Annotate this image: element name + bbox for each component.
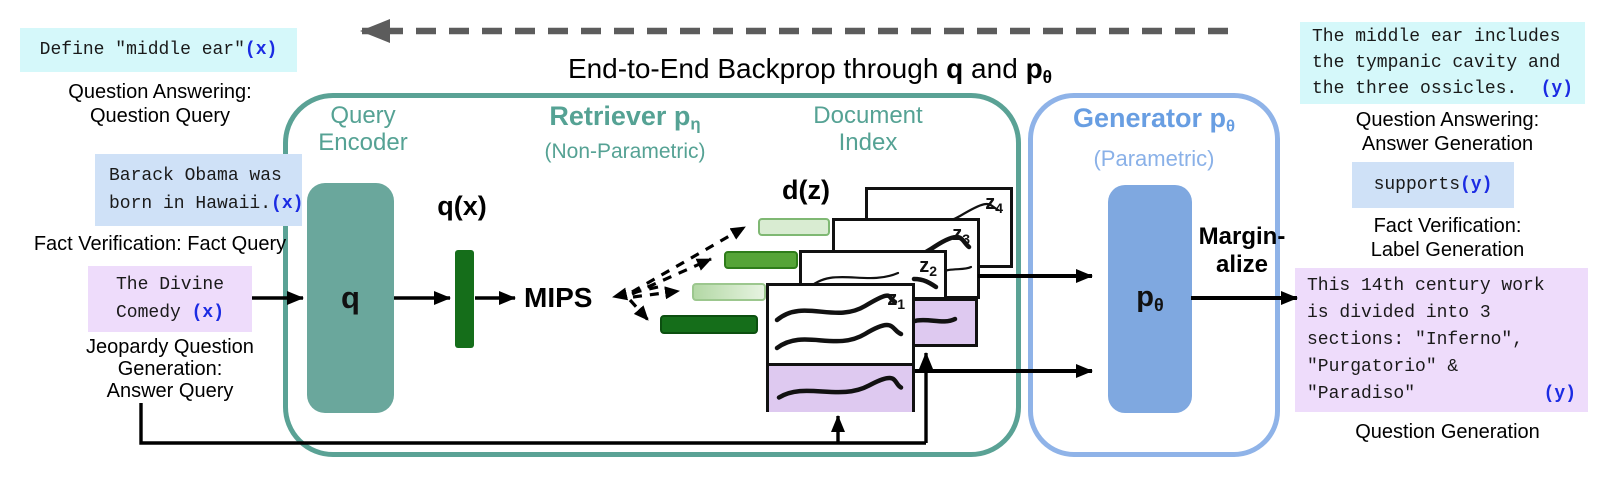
x-variable: (x) bbox=[191, 303, 225, 323]
query-encoder-label: Query Encoder bbox=[318, 102, 408, 156]
question-generation-box: This 14th century work is divided into 3… bbox=[1295, 268, 1588, 412]
x-variable: (x) bbox=[271, 194, 304, 214]
label-generation-caption: Fact Verification: Label Generation bbox=[1370, 215, 1525, 261]
retriever-subtitle: (Non-Parametric) bbox=[544, 140, 706, 163]
y-variable: (y) bbox=[1543, 384, 1576, 404]
qa-answer-generation-caption: Question Answering: Answer Generation bbox=[1355, 109, 1540, 155]
title-text: End-to-End Backprop through bbox=[567, 53, 947, 84]
question-generation-caption: Question Generation bbox=[1355, 421, 1540, 443]
qx-label: q(x) bbox=[437, 191, 487, 221]
fact-query-caption: Fact Verification: Fact Query bbox=[33, 233, 287, 255]
generator-block: pθ bbox=[1108, 185, 1192, 413]
label-generation-box: supports (y) bbox=[1352, 162, 1514, 208]
dz-label: d(z) bbox=[782, 175, 830, 205]
qa-answer-generation-box: The middle ear includes the tympanic cav… bbox=[1300, 22, 1585, 104]
doc-embedding-bar-2 bbox=[724, 251, 798, 269]
fact-query-box: Barack Obama was born in Hawaii.(x) bbox=[95, 154, 304, 226]
title-and: and bbox=[963, 53, 1026, 84]
title-p-theta: pθ bbox=[1025, 53, 1053, 87]
y-variable: (y) bbox=[1540, 79, 1573, 99]
query-embedding-bar bbox=[455, 250, 474, 348]
wave-lines bbox=[774, 293, 904, 351]
jeopardy-answer-query-box: The Divine Comedy (x) bbox=[88, 266, 252, 332]
marginalize-label: Margin- alize bbox=[1198, 223, 1286, 278]
qa-question-query-caption: Question Answering: Question Query bbox=[68, 81, 252, 127]
y-variable: (y) bbox=[1460, 175, 1493, 195]
document-index-label: Document Index bbox=[813, 102, 923, 156]
doc-embedding-bar-3 bbox=[692, 283, 766, 301]
wave-lines bbox=[776, 375, 904, 400]
wave-lines bbox=[806, 271, 939, 291]
jeopardy-answer-query-caption: Jeopardy Question Generation: Answer Que… bbox=[86, 336, 254, 402]
x-variable: (x) bbox=[244, 40, 278, 60]
query-encoder-block: q bbox=[307, 183, 394, 413]
doc-embedding-bar-1 bbox=[758, 218, 830, 236]
mips-label: MIPS bbox=[524, 282, 593, 313]
doc-embedding-bar-4 bbox=[660, 315, 758, 334]
qa-question-query-box: Define "middle ear"(x) bbox=[20, 28, 297, 72]
figure-title: End-to-End Backprop through q and pθ bbox=[420, 53, 1200, 88]
title-q: q bbox=[946, 53, 964, 84]
generator-subtitle: (Parametric) bbox=[1093, 146, 1215, 171]
generator-title: Generator pθ bbox=[1072, 103, 1236, 136]
retriever-title: Retriever pη bbox=[549, 101, 701, 134]
document-card-z1: z1 bbox=[766, 283, 915, 412]
